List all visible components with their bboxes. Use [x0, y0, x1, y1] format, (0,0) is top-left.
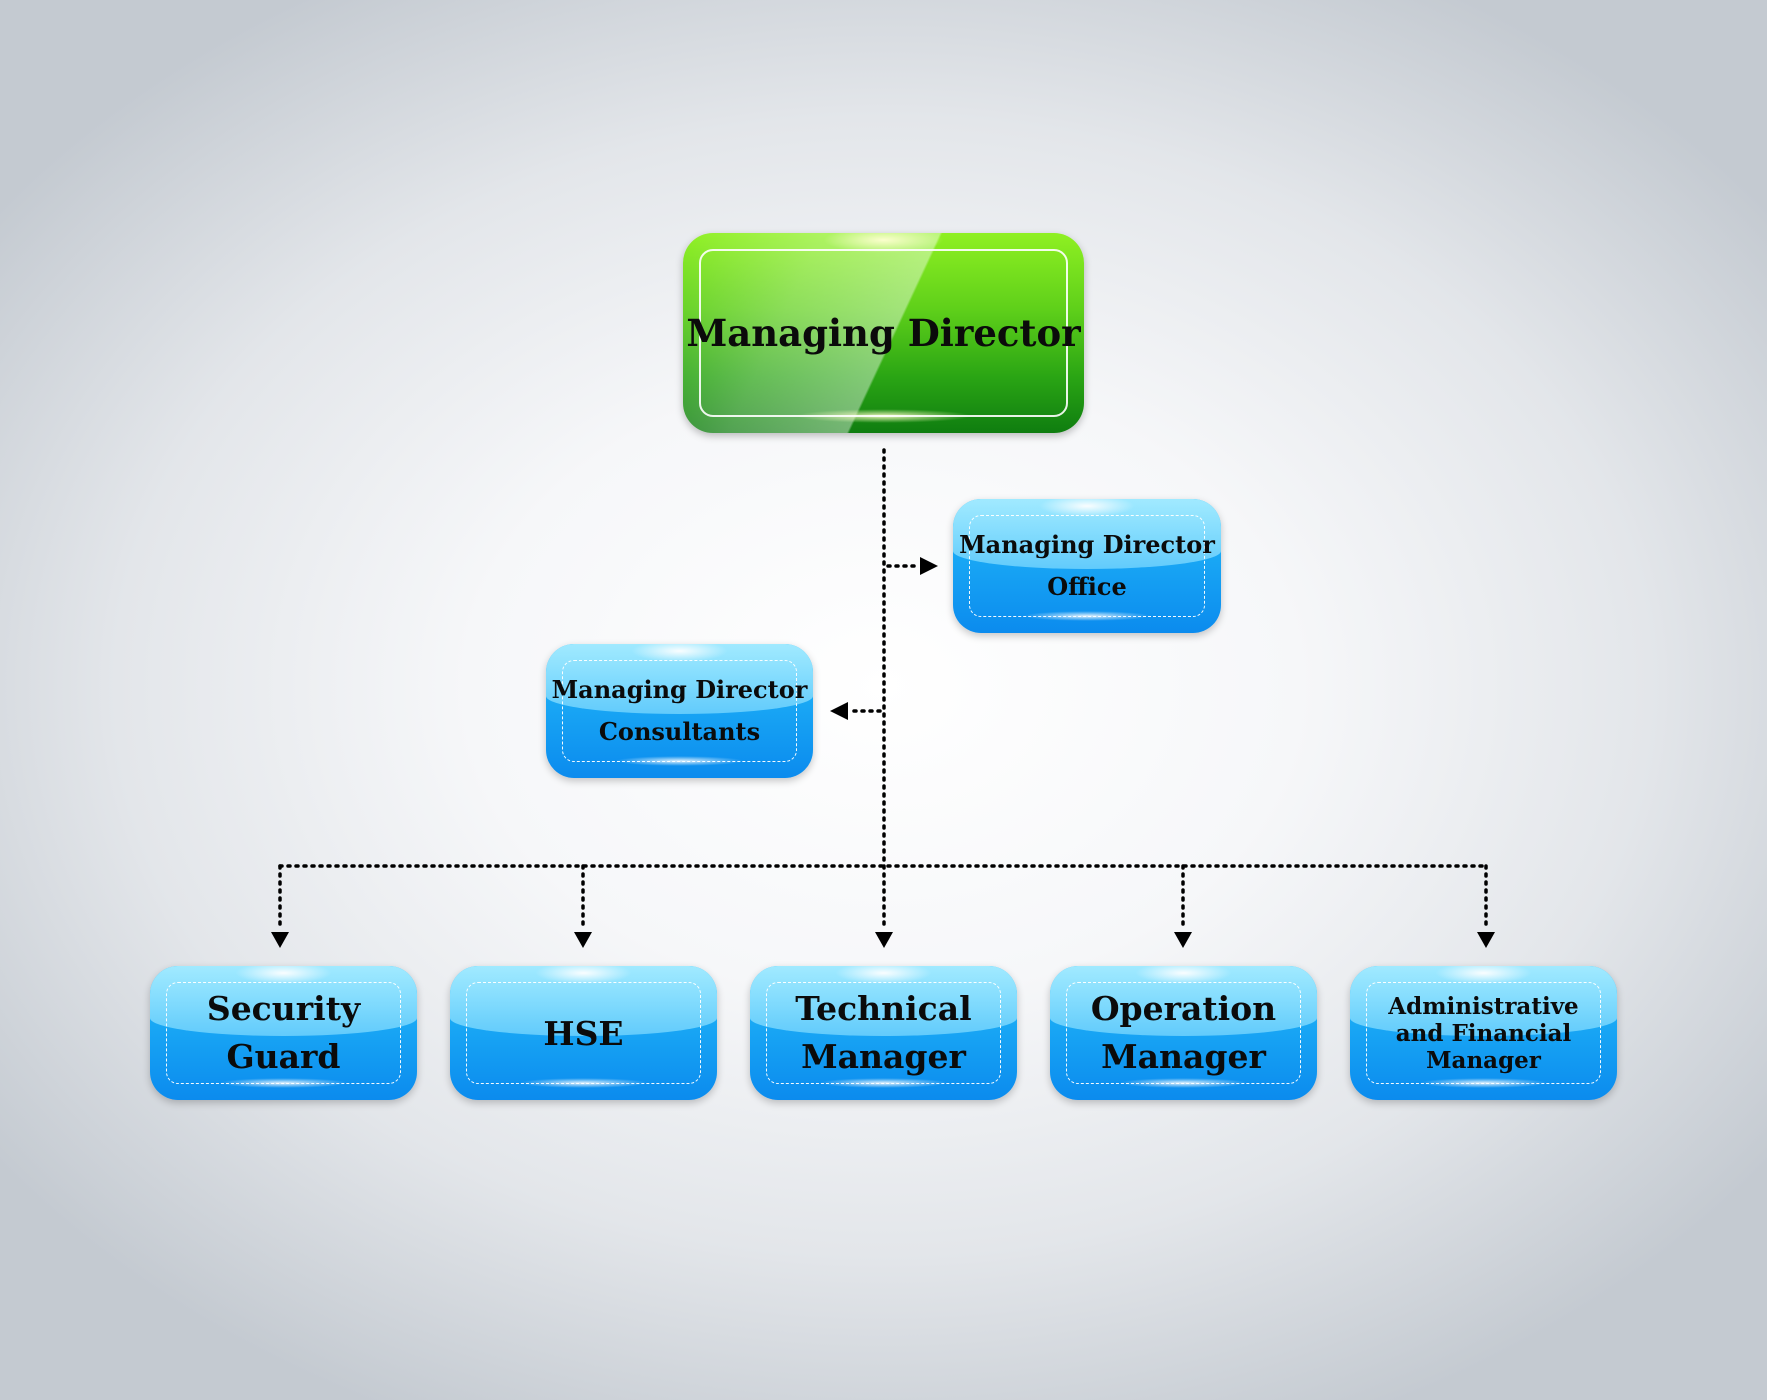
- administrative-financial-manager-box: Administrative and Financial Manager: [1350, 966, 1617, 1100]
- security-guard-box: Security Guard: [150, 966, 417, 1100]
- inner-frame: [766, 982, 1001, 1084]
- arrowhead-consultants: [830, 702, 848, 720]
- glow-highlight: [535, 966, 632, 984]
- technical-manager-box: Technical Manager: [750, 966, 1017, 1100]
- managing-director-label: Managing Director: [686, 311, 1081, 355]
- arrowhead-operation: [1174, 932, 1192, 948]
- technical-manager-label: Technical Manager: [795, 989, 972, 1076]
- inner-frame: [1366, 982, 1601, 1084]
- glass-sheen: [683, 233, 1084, 433]
- glow-highlight: [235, 966, 332, 984]
- operation-manager-label: Operation Manager: [1090, 989, 1277, 1076]
- glow-highlight: [1135, 966, 1232, 984]
- operation-manager-box: Operation Manager: [1050, 966, 1317, 1100]
- glow-highlight: [823, 233, 944, 253]
- arrowhead-admin: [1477, 932, 1495, 948]
- arrowhead-hse: [574, 932, 592, 948]
- managing-director-box: Managing Director: [683, 233, 1084, 433]
- inner-frame: [1066, 982, 1301, 1084]
- hse-box: HSE: [450, 966, 717, 1100]
- inner-frame: [466, 982, 701, 1084]
- managing-director-office-label: Managing Director Office: [959, 530, 1215, 601]
- hse-label: HSE: [543, 1013, 624, 1053]
- managing-director-consultants-box: Managing Director Consultants: [546, 644, 813, 778]
- inner-frame: [699, 249, 1068, 417]
- glow-highlight: [1435, 966, 1532, 984]
- managing-director-office-box: Managing Director Office: [953, 499, 1221, 633]
- inner-frame: [166, 982, 401, 1084]
- arrowhead-office: [920, 557, 938, 575]
- security-guard-label: Security Guard: [206, 989, 361, 1076]
- glow-highlight: [835, 966, 932, 984]
- inner-frame: [562, 660, 797, 762]
- inner-frame: [969, 515, 1205, 617]
- arrowhead-technical: [875, 932, 893, 948]
- administrative-financial-manager-label: Administrative and Financial Manager: [1388, 992, 1579, 1074]
- managing-director-consultants-label: Managing Director Consultants: [551, 675, 808, 746]
- arrowhead-security: [271, 932, 289, 948]
- glow-highlight: [1038, 499, 1136, 517]
- glow-highlight: [631, 644, 728, 662]
